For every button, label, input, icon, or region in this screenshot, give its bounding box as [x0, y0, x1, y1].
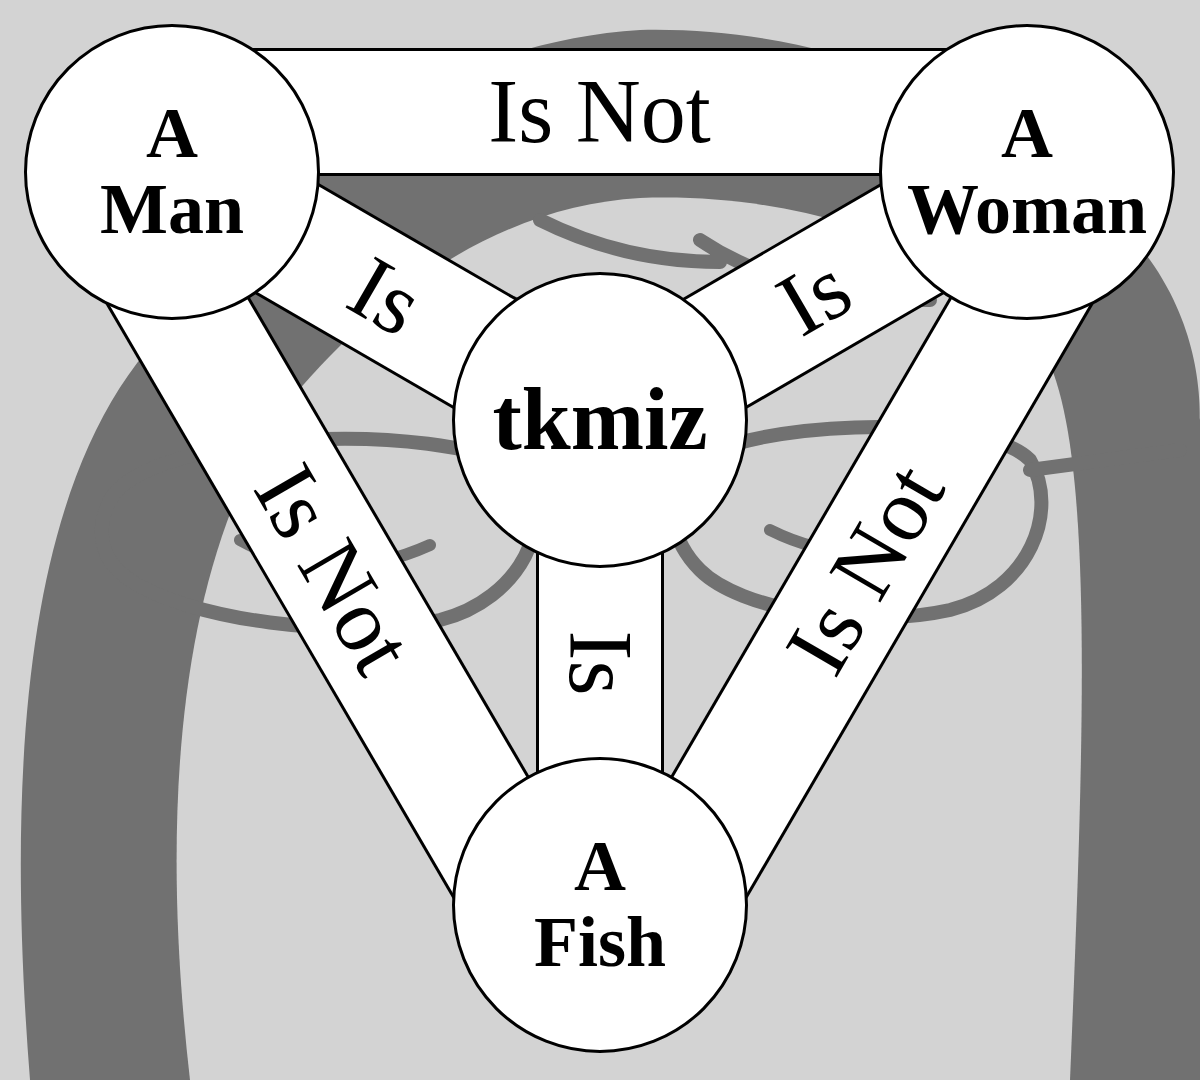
circle-shape [454, 759, 747, 1052]
band-fill [251, 51, 948, 173]
band-fill [714, 238, 914, 354]
node-text: tkmiz [492, 374, 707, 466]
band-fill [160, 270, 509, 867]
edge-label: Is Not [486, 67, 713, 157]
band-fill [286, 238, 487, 354]
band-connector [286, 238, 487, 354]
band-fill [692, 270, 1040, 867]
band-connector [536, 551, 664, 773]
edge-label: Is Not [769, 448, 961, 689]
band-connector [714, 238, 914, 354]
circle-node: A Man [24, 24, 320, 320]
circle-shape [454, 274, 747, 567]
edge-label: Is [334, 240, 439, 352]
edge-label: Is Not [238, 448, 430, 689]
circle-shape [26, 26, 319, 319]
circle-node: tkmiz [452, 272, 748, 568]
node-text: A Fish [510, 829, 690, 980]
edge-label: Is [555, 628, 645, 697]
circle-shape [881, 26, 1174, 319]
circle-node: A Woman [879, 24, 1175, 320]
node-text: A Woman [892, 96, 1162, 247]
edge-label: Is [761, 240, 866, 352]
circle-node: A Fish [452, 757, 748, 1053]
node-text: A Man [72, 96, 272, 247]
band-fill [539, 551, 661, 773]
band-connector [251, 48, 948, 176]
hair-shape [21, 30, 1200, 1080]
